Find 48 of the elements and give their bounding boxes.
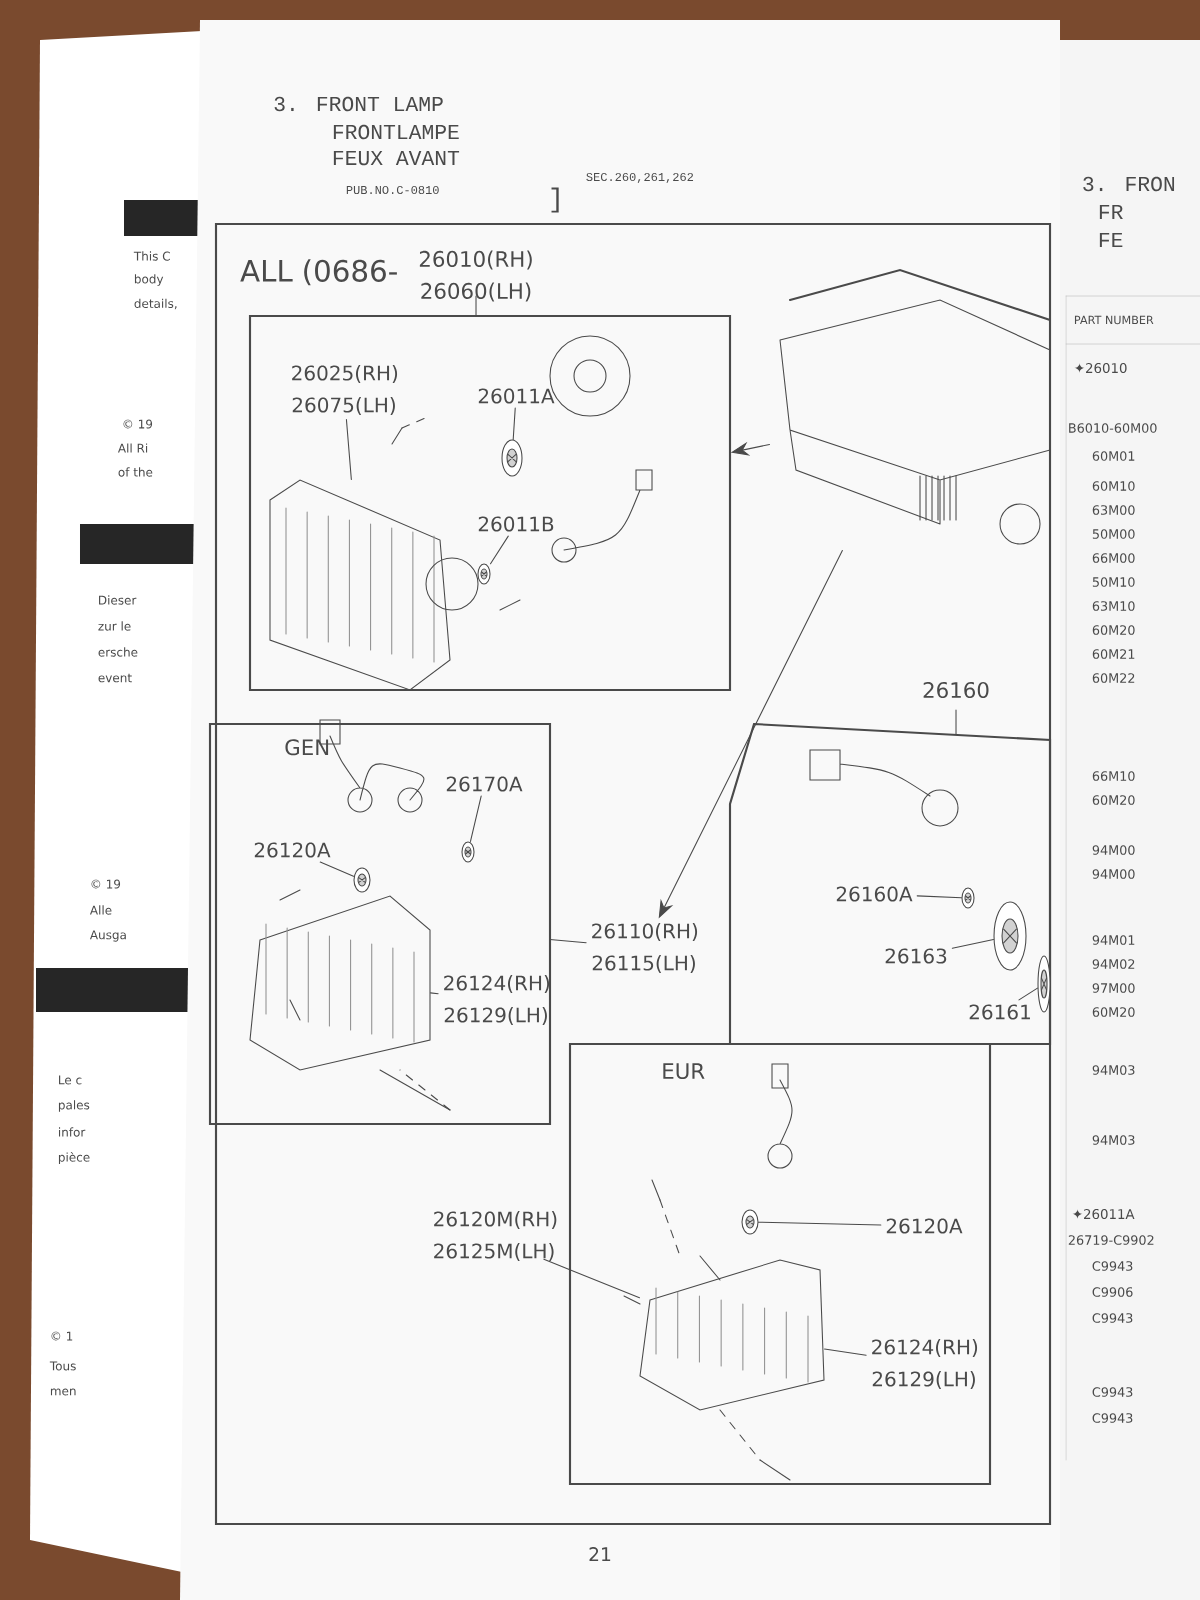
bulb-drawing xyxy=(501,439,523,477)
car-front-drawing xyxy=(779,268,1052,545)
title: 3. FRONT LAMP xyxy=(274,96,443,112)
callout-number: 26120M(RH) 26125M(LH) xyxy=(434,1211,557,1261)
subtitle: FEUX AVANT xyxy=(333,150,460,166)
callout-number: 26110(RH) 26115(LH) xyxy=(592,923,698,973)
node-label: 26010(RH) 26060(LH) xyxy=(419,250,532,302)
callout-number: 26124(RH) 26129(LH) xyxy=(872,1339,978,1389)
leader-line xyxy=(469,795,482,843)
callout-number: 26161 xyxy=(969,1004,1030,1020)
cut-off-heading: 3. FRON xyxy=(1083,176,1175,192)
leader-line xyxy=(951,939,994,949)
leader-line xyxy=(319,861,354,877)
callout-number: 26011A xyxy=(478,388,555,404)
leader-line xyxy=(549,938,587,944)
headlamp-drawing xyxy=(269,479,451,691)
leader-line xyxy=(345,418,352,480)
leader-line xyxy=(490,535,509,565)
callout-number: 26120A xyxy=(886,1218,963,1234)
lens-drawing xyxy=(249,895,431,1071)
leader-line xyxy=(543,1258,640,1299)
cut-off-heading: FE xyxy=(1099,233,1123,248)
page-note: ] xyxy=(551,187,559,213)
callout-number: 26170A xyxy=(446,776,523,792)
page-number: 21 xyxy=(589,1547,611,1561)
bulb-drawing xyxy=(961,887,975,909)
bulb-drawing xyxy=(477,563,491,585)
subtitle: FRONTLAMPE xyxy=(333,124,459,140)
cut-off-heading: FR xyxy=(1099,205,1123,220)
callout-number: 26025(RH) 26075(LH) xyxy=(292,365,398,415)
node-label: 26160 xyxy=(923,681,989,699)
leader-line xyxy=(512,407,516,440)
leader-line xyxy=(916,895,962,899)
callout-number: 26163 xyxy=(885,948,947,964)
bulb-drawing xyxy=(461,841,475,863)
leader-line xyxy=(824,1348,867,1356)
callout-number: 26011B xyxy=(478,516,554,532)
leader-line xyxy=(430,992,439,995)
callout-number: 26124(RH) 26129(LH) xyxy=(444,975,550,1025)
leader-line xyxy=(1018,987,1038,1001)
bulb-drawing xyxy=(353,867,371,893)
ring-drawing xyxy=(993,901,1027,971)
callout-number: 26160A xyxy=(836,886,913,902)
leader-line xyxy=(758,1221,882,1226)
callout-number: 26120A xyxy=(254,842,331,858)
lens-drawing xyxy=(639,1259,825,1411)
bulb-drawing xyxy=(741,1209,759,1235)
gasket-drawing xyxy=(1037,955,1051,1013)
